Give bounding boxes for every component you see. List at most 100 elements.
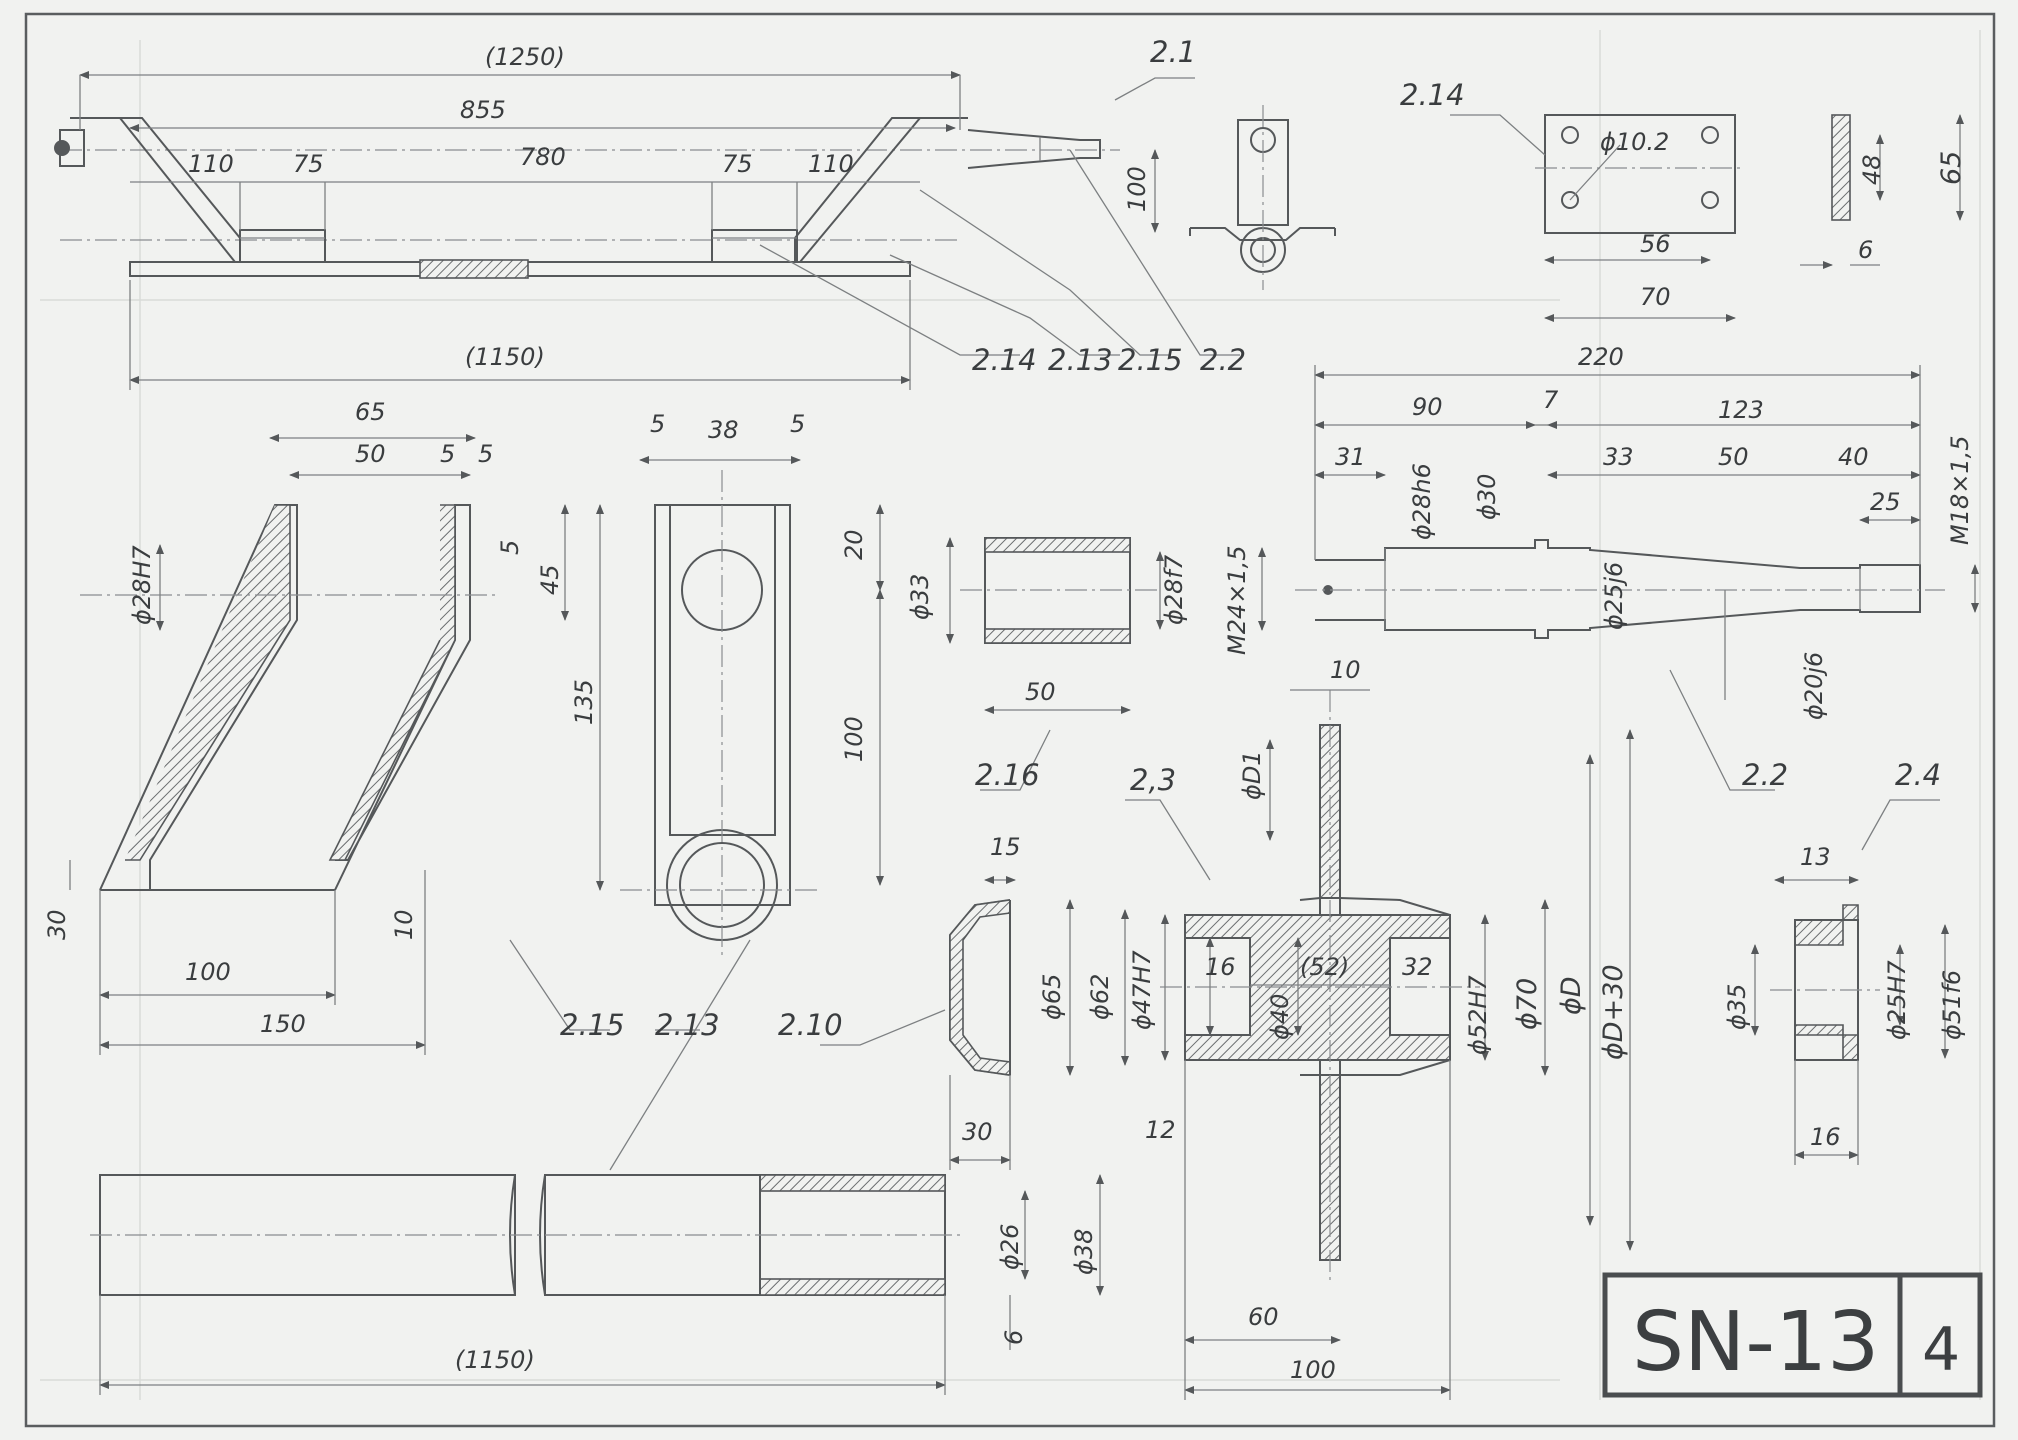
- dim-M18: M18×1,5: [1946, 435, 1974, 545]
- dim-M24: M24×1,5: [1223, 545, 1251, 655]
- dim-phi-52H7: ϕ52H7: [1464, 975, 1492, 1055]
- dim-48: 48: [1858, 154, 1886, 185]
- dim-phi-33: ϕ33: [906, 574, 934, 620]
- drawing-code: SN-13: [1632, 1295, 1879, 1390]
- dim-phi-28h6: ϕ28h6: [1408, 463, 1436, 540]
- dim-100-hub: 100: [1290, 1356, 1336, 1384]
- dim-10-hub: 10: [1330, 656, 1361, 684]
- dim-16-bushing: 16: [1810, 1123, 1841, 1151]
- label-2-16: 2.16: [975, 758, 1040, 792]
- dim-phi-40: ϕ40: [1266, 994, 1294, 1040]
- dim-phi-47H7: ϕ47H7: [1128, 950, 1156, 1030]
- title-block: [1602, 1272, 1983, 1398]
- hub-2-3-view: [1125, 689, 1634, 1400]
- dim-30: 30: [43, 909, 71, 940]
- dim-100-bracket: 100: [185, 958, 231, 986]
- dim-135: 135: [570, 679, 598, 725]
- dim-phi-20j6: ϕ20j6: [1800, 652, 1828, 720]
- dim-13: 13: [1800, 843, 1831, 871]
- dim-1150-top: (1150): [465, 343, 545, 371]
- dim-20: 20: [840, 529, 868, 560]
- dim-75-left: 75: [293, 150, 324, 178]
- dim-90: 90: [1412, 393, 1443, 421]
- bracket-end-view: [1189, 105, 1336, 290]
- dim-75-right: 75: [722, 150, 753, 178]
- dim-30-cap: 30: [962, 1118, 993, 1146]
- dim-phi-25H7: ϕ25H7: [1883, 960, 1911, 1040]
- dim-32: 32: [1402, 953, 1433, 981]
- dim-phi-26: ϕ26: [996, 1224, 1024, 1270]
- label-2-2-shaft: 2.2: [1742, 758, 1788, 792]
- dim-1150-bottom: (1150): [455, 1346, 535, 1374]
- label-2-4: 2.4: [1895, 758, 1941, 792]
- dim-100-axle: 100: [1123, 166, 1151, 212]
- sheet-number: 4: [1922, 1315, 1960, 1385]
- dim-phi-D1: ϕD1: [1238, 750, 1266, 800]
- dim-5-b: 5: [478, 440, 493, 468]
- dim-33: 33: [1603, 443, 1634, 471]
- plate-2-14-view: [1450, 114, 1964, 322]
- dim-25: 25: [1870, 488, 1901, 516]
- dim-phi-35: ϕ35: [1723, 984, 1751, 1030]
- dim-50-shaft: 50: [1718, 443, 1749, 471]
- dim-phi-62: ϕ62: [1086, 974, 1114, 1020]
- side-bracket-view: [69, 434, 610, 1055]
- dim-40: 40: [1838, 443, 1869, 471]
- sheet-border: [24, 12, 1996, 1428]
- label-2-1: 2.1: [1150, 35, 1196, 69]
- dim-phi-30: ϕ30: [1473, 474, 1501, 520]
- axle-assembly-view: [54, 71, 1240, 390]
- strut-front-view: [609, 456, 884, 1171]
- dim-phi-28H7: ϕ28H7: [128, 545, 156, 625]
- dim-5-c: 5: [496, 540, 524, 555]
- tube-bottom-view: [90, 1174, 1104, 1395]
- dim-6-tube: 6: [1000, 1330, 1028, 1345]
- label-2-14-plate: 2.14: [1400, 78, 1465, 112]
- dim-65-plate: 65: [1936, 151, 1967, 185]
- dim-phi-28f7: ϕ28f7: [1160, 554, 1188, 625]
- dim-12: 12: [1145, 1116, 1176, 1144]
- dim-5-e: 5: [790, 410, 805, 438]
- dim-123: 123: [1718, 396, 1764, 424]
- dim-56: 56: [1640, 230, 1671, 258]
- dim-16-hub: 16: [1205, 953, 1236, 981]
- dim-phi-25j6: ϕ25j6: [1600, 562, 1628, 630]
- cap-2-10-view: [820, 876, 1129, 1170]
- dim-220: 220: [1578, 343, 1624, 371]
- dim-phi-51f6: ϕ51f6: [1938, 970, 1966, 1040]
- dim-31: 31: [1335, 443, 1366, 471]
- dim-52: (52): [1300, 953, 1349, 981]
- dim-15: 15: [990, 833, 1021, 861]
- label-2-14: 2.14: [972, 343, 1037, 377]
- shaft-2-2-view: [1258, 365, 1979, 791]
- dim-1250: (1250): [485, 43, 565, 71]
- bushing-2-16-view: [946, 537, 1164, 791]
- dim-phi-D: ϕD: [1556, 976, 1587, 1015]
- dim-phi-65: ϕ65: [1038, 974, 1066, 1020]
- label-2-2: 2.2: [1200, 343, 1246, 377]
- dim-45: 45: [536, 564, 564, 595]
- label-2-13: 2.13: [1048, 343, 1113, 377]
- dim-10: 10: [390, 909, 418, 940]
- dim-phi-38: ϕ38: [1070, 1229, 1098, 1275]
- dim-60: 60: [1248, 1303, 1279, 1331]
- dim-6-plate: 6: [1858, 236, 1873, 264]
- label-2-15-bracket: 2.15: [560, 1008, 625, 1042]
- dim-150: 150: [260, 1010, 306, 1038]
- dim-phi-70: ϕ70: [1512, 978, 1543, 1030]
- dim-110-left: 110: [188, 150, 234, 178]
- dim-50-bracket: 50: [355, 440, 386, 468]
- label-2-10: 2.10: [778, 1008, 843, 1042]
- dim-5-d: 5: [650, 410, 665, 438]
- dim-7: 7: [1543, 386, 1559, 414]
- dim-50-bushing: 50: [1025, 678, 1056, 706]
- label-2-13-strut: 2.13: [655, 1008, 720, 1042]
- label-2-15: 2.15: [1118, 343, 1183, 377]
- dim-100-strut: 100: [840, 716, 868, 762]
- dim-70: 70: [1640, 283, 1671, 311]
- label-2-3: 2,3: [1130, 763, 1176, 797]
- dim-5-a: 5: [440, 440, 455, 468]
- dim-phi-10-2: ϕ10.2: [1600, 128, 1669, 156]
- dim-780: 780: [520, 143, 566, 171]
